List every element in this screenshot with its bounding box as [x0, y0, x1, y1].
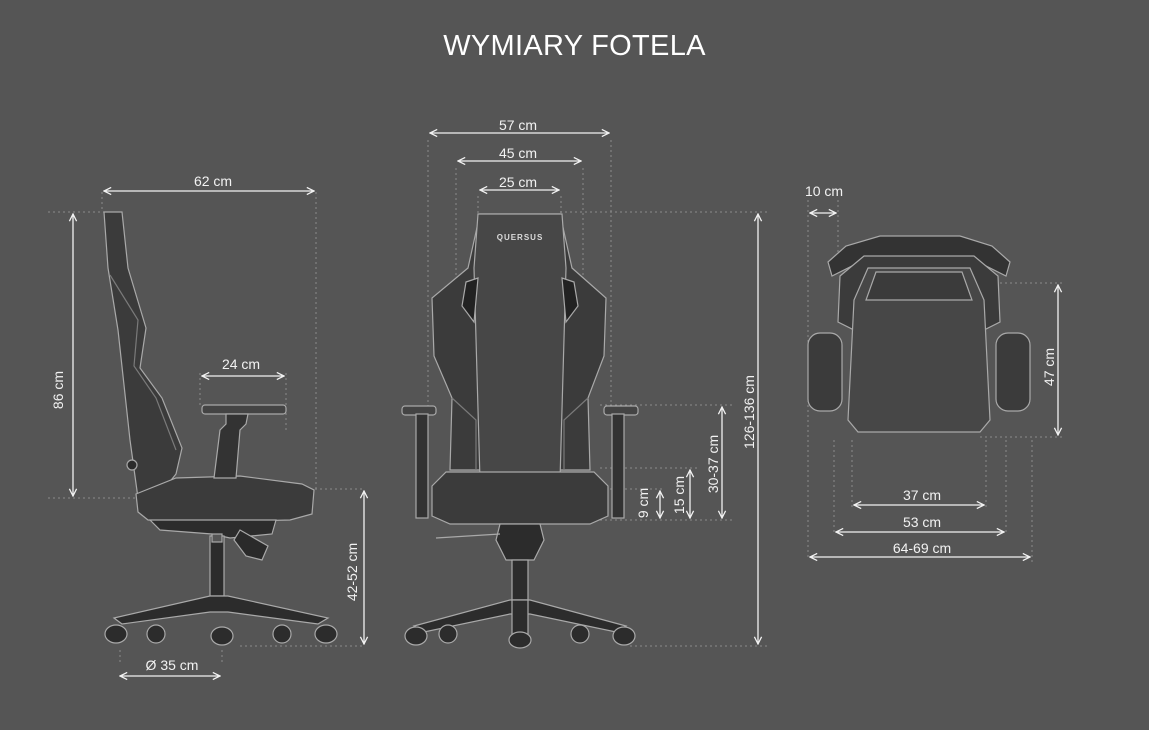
- label-headrest-offset: 10 cm: [805, 183, 843, 199]
- dimension-lines: [73, 133, 1058, 676]
- label-armrest-height: 30-37 cm: [705, 435, 721, 493]
- label-backrest-height: 86 cm: [50, 371, 66, 409]
- label-seat-height: 42-52 cm: [344, 543, 360, 601]
- chair-top-view: [807, 235, 1031, 433]
- label-front-width-top: 25 cm: [499, 174, 537, 190]
- chair-side-view: [103, 211, 338, 646]
- label-front-width-mid: 45 cm: [499, 145, 537, 161]
- label-9: 9 cm: [635, 488, 651, 518]
- label-15: 15 cm: [671, 476, 687, 514]
- page-title: WYMIARY FOTELA: [443, 30, 706, 62]
- label-seat-depth: 47 cm: [1041, 348, 1057, 386]
- label-total-width: 64-69 cm: [893, 540, 951, 556]
- chair-front-view: [401, 213, 639, 649]
- brand-logo: QUERSUS: [497, 233, 544, 242]
- label-caster-diameter: Ø 35 cm: [146, 657, 199, 673]
- label-armrest-depth: 24 cm: [222, 356, 260, 372]
- label-front-width: 57 cm: [499, 117, 537, 133]
- label-total-height: 126-136 cm: [741, 375, 757, 449]
- label-seat-width-full: 53 cm: [903, 514, 941, 530]
- label-seat-width: 37 cm: [903, 487, 941, 503]
- label-side-depth: 62 cm: [194, 173, 232, 189]
